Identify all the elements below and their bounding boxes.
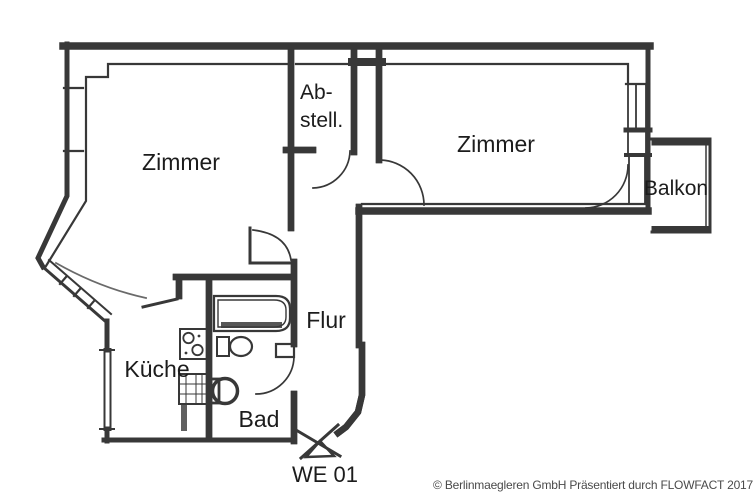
bay-window-wall — [40, 264, 108, 324]
door-arc-zimmer-right — [379, 159, 425, 206]
entrance-triangle — [303, 439, 337, 459]
door-swings — [141, 150, 629, 395]
kitchen-unit-icon — [178, 373, 210, 431]
room-label-abstell-line1: Ab- — [300, 81, 333, 104]
wall-cavity-lines — [627, 130, 647, 156]
stove-burner — [191, 343, 204, 357]
left-wall-window-ticks — [62, 86, 85, 153]
kitchen-window — [99, 348, 115, 431]
window-right-wall — [627, 83, 647, 130]
washbasin-pedestal — [209, 377, 221, 405]
balcony-outline — [650, 137, 712, 234]
room-label-zimmer-left: Zimmer — [142, 149, 220, 175]
stove-burner — [182, 331, 195, 345]
room-label-abstell-line2: stell. — [300, 109, 343, 132]
door-arc-abstell — [312, 150, 351, 189]
room-label-bad: Bad — [239, 406, 280, 432]
room-label-zimmer-right: Zimmer — [457, 131, 535, 157]
stove-outline — [179, 328, 208, 360]
bay-window-inner-line — [47, 258, 113, 316]
entrance-door-marker — [293, 422, 343, 461]
door-leaf-kueche — [141, 297, 179, 309]
washbasin-icon — [209, 376, 240, 406]
room-boundary-faint — [54, 261, 148, 300]
door-arc-balcony — [585, 164, 629, 209]
stove-icon — [179, 328, 208, 360]
interior-walls — [172, 44, 386, 445]
washbasin-bowl — [210, 376, 240, 406]
kitchen-fixtures — [178, 328, 210, 431]
balcony-structure — [650, 137, 712, 234]
stove-knob — [197, 334, 201, 338]
toilet-bowl — [228, 335, 254, 358]
door-arc-bad — [255, 356, 295, 395]
toilet-tank — [216, 336, 230, 357]
balcony-door-frame — [628, 156, 646, 205]
toilet-icon — [216, 335, 254, 358]
room-label-kueche: Küche — [124, 356, 189, 382]
kitchen-unit-grid — [178, 373, 210, 405]
bathtub-outline — [212, 294, 292, 333]
wall-pilaster — [274, 342, 296, 359]
kitchen-unit-outline — [178, 373, 210, 405]
bay-window-ticks — [58, 275, 96, 310]
bathroom-fixtures — [209, 294, 292, 406]
unit-label: WE 01 — [292, 462, 358, 487]
stove-knob — [184, 351, 188, 355]
door-arc-zimmer-left — [252, 229, 292, 261]
copyright-notice: © Berlinmaegleren GmbH Präsentiert durch… — [433, 478, 753, 492]
room-label-balkon: Balkon — [644, 177, 708, 200]
interior-wall-faces — [44, 62, 647, 268]
bathtub-icon — [212, 294, 292, 333]
room-labels: Zimmer Ab- stell. Zimmer Balkon Flur Küc… — [124, 81, 708, 487]
partition-wall-core — [176, 48, 379, 441]
right-wall-openings — [623, 82, 653, 205]
room-label-flur: Flur — [306, 307, 346, 333]
